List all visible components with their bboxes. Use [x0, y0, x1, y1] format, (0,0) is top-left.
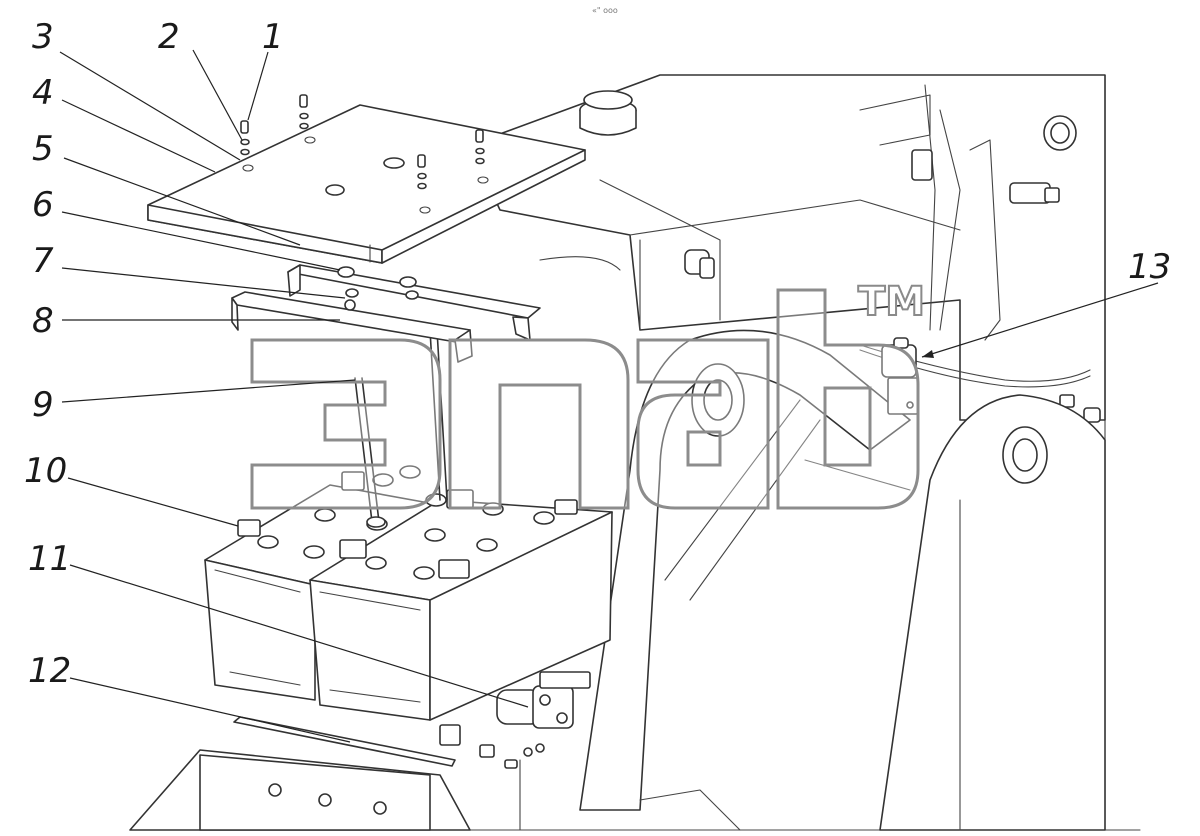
callout-13: 13	[1128, 247, 1171, 287]
part-10-batteries	[204, 465, 613, 721]
callout-1: 1	[262, 17, 284, 57]
part-12-pad	[233, 716, 456, 767]
leader-lines	[59, 49, 1159, 743]
callout-5: 5	[32, 129, 54, 169]
parts-1-3-fasteners	[240, 94, 485, 190]
callout-7: 7	[32, 241, 54, 281]
callout-4: 4	[32, 73, 54, 113]
callout-11: 11	[28, 539, 71, 579]
callout-3: 3	[32, 17, 54, 57]
callout-12: 12	[28, 651, 71, 691]
part-11-mass-switch	[439, 671, 591, 769]
callout-2: 2	[158, 17, 180, 57]
part-6-7-upper-bar	[287, 264, 541, 341]
header-small-text: «" ооо	[592, 6, 618, 15]
callout-labels: 1 2 3 4 5 6 7 8 9 10 11 12 13	[24, 17, 1171, 691]
watermark-logo: TM	[250, 278, 926, 510]
part-4-cover	[147, 104, 586, 264]
part-9-tie-rods	[354, 329, 448, 528]
callout-10: 10	[24, 451, 67, 491]
callout-9: 9	[32, 385, 54, 425]
callout-8: 8	[32, 301, 54, 341]
watermark-tm: TM	[858, 279, 925, 325]
vehicle-frame	[129, 74, 1141, 831]
part-8-clamp-bar	[231, 291, 473, 363]
callout-6: 6	[32, 185, 54, 225]
